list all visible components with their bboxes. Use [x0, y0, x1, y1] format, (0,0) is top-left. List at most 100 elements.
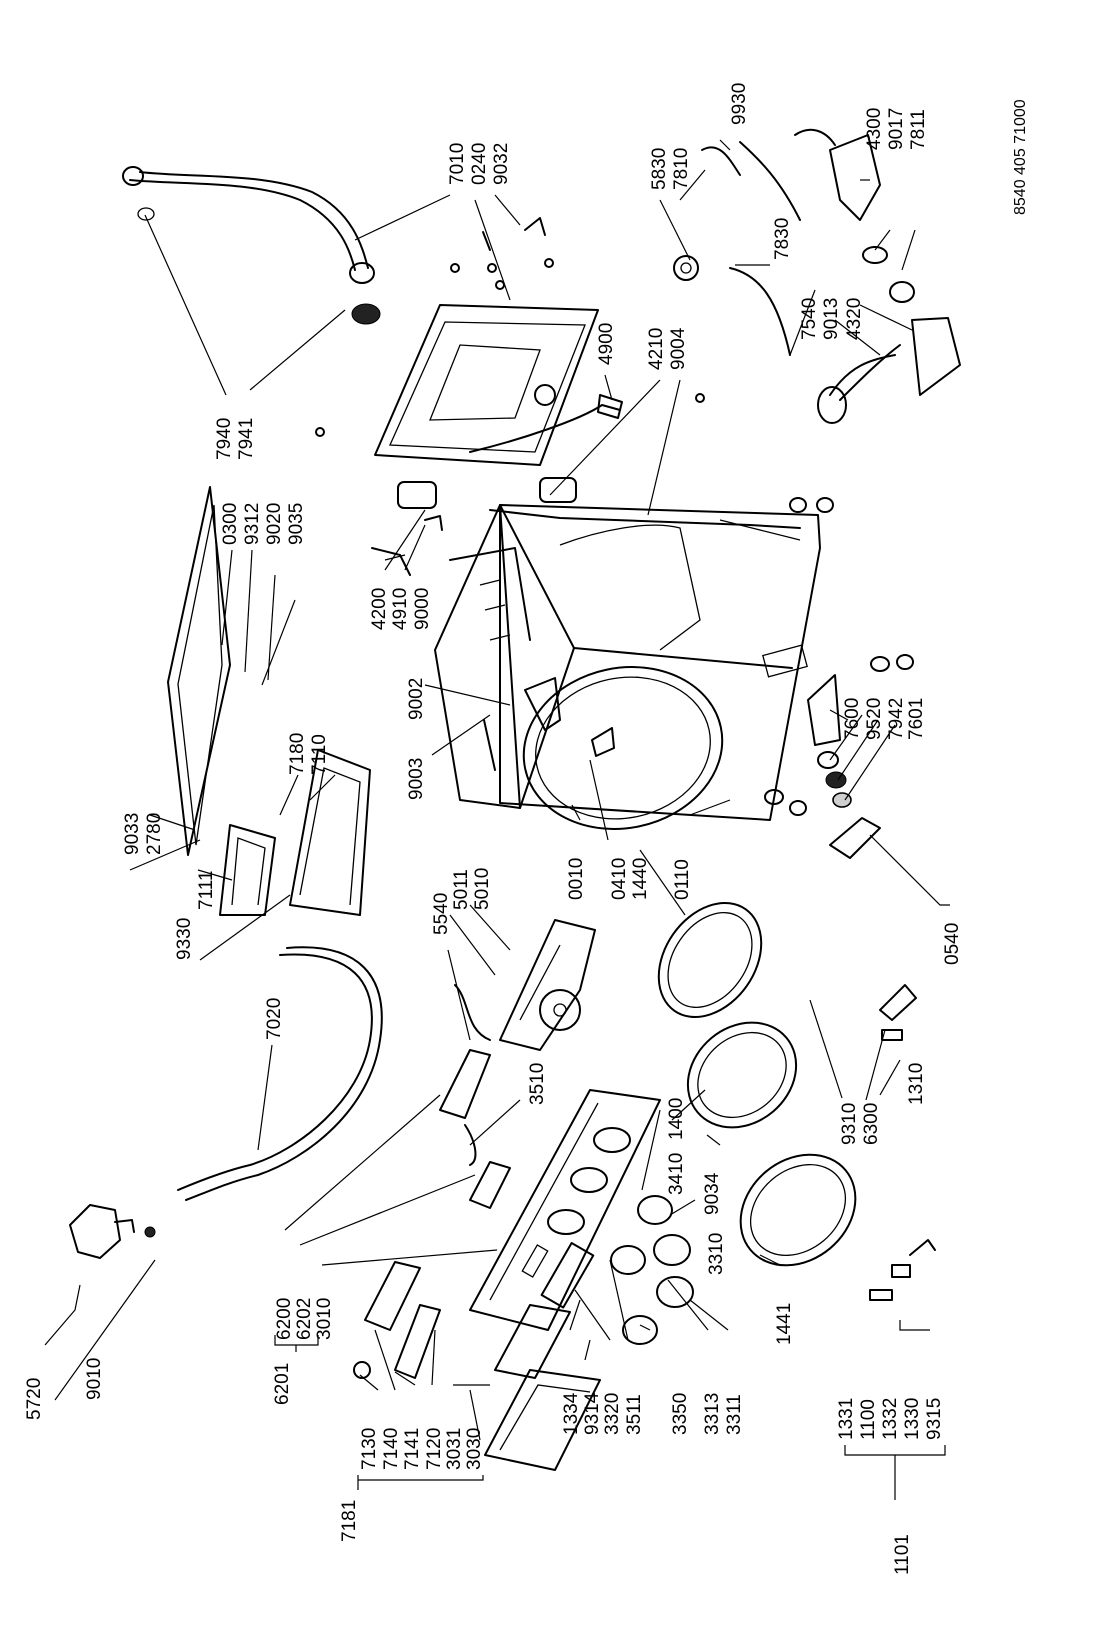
- label-6202: 6202: [294, 1298, 315, 1340]
- label-7140: 7140: [381, 1428, 402, 1470]
- label-9000: 9000: [412, 588, 433, 630]
- label-0240: 0240: [469, 143, 490, 185]
- bracket-7181: [357, 1475, 484, 1490]
- label-9004: 9004: [668, 327, 689, 370]
- label-9017: 9017: [886, 108, 907, 150]
- back-panel-0240: [374, 304, 599, 466]
- pump-assembly-4300: [673, 128, 961, 424]
- label-5010: 5010: [472, 868, 493, 910]
- label-1331: 1331: [836, 1398, 857, 1440]
- cabinet-0010: [434, 504, 821, 830]
- label-7181: 7181: [339, 1500, 360, 1542]
- label-9330: 9330: [174, 918, 195, 960]
- label-9032: 9032: [491, 143, 512, 185]
- label-3313: 3313: [702, 1393, 723, 1435]
- label-9310: 9310: [839, 1103, 860, 1145]
- label-9010: 9010: [84, 1358, 105, 1400]
- label-7020: 7020: [264, 998, 285, 1040]
- pump-hose-7600: [807, 674, 852, 808]
- wires-3510: [454, 984, 491, 1166]
- label-7601: 7601: [906, 698, 927, 740]
- door-gasket-1440: [657, 902, 763, 1018]
- handle-1101: [869, 1239, 936, 1301]
- label-7941: 7941: [236, 418, 257, 460]
- label-4210: 4210: [646, 328, 667, 370]
- label-9020: 9020: [264, 503, 285, 545]
- label-6200: 6200: [274, 1298, 295, 1340]
- label-1101: 1101: [892, 1534, 913, 1575]
- cable-4900: [469, 394, 623, 453]
- label-1310: 1310: [906, 1063, 927, 1105]
- label-7600: 7600: [842, 698, 863, 740]
- label-3320: 3320: [602, 1393, 623, 1435]
- label-4910: 4910: [390, 588, 411, 630]
- dispenser-lid-7111: [219, 824, 276, 916]
- label-7010: 7010: [447, 143, 468, 185]
- label-7111: 7111: [196, 871, 217, 910]
- programmer-5010: [499, 919, 596, 1051]
- seal-7941: [351, 303, 381, 325]
- valve-5720: [69, 1204, 156, 1259]
- label-7810: 7810: [671, 148, 692, 190]
- label-7942: 7942: [886, 698, 907, 740]
- label-1332: 1332: [880, 1398, 901, 1440]
- bracket-9000: [371, 515, 443, 576]
- drain-hose-7020: [177, 946, 383, 1201]
- label-0540: 0540: [942, 923, 963, 965]
- label-3350: 3350: [670, 1393, 691, 1435]
- label-6201: 6201: [272, 1363, 293, 1405]
- inlet-hose-7010: [122, 166, 375, 284]
- label-9035: 9035: [286, 503, 307, 545]
- label-4320: 4320: [844, 298, 865, 340]
- label-7110: 7110: [309, 734, 330, 775]
- label-3511: 3511: [624, 1394, 645, 1435]
- label-7811: 7811: [908, 109, 929, 150]
- top-lid-0300: [167, 486, 231, 856]
- label-7120: 7120: [424, 1428, 445, 1470]
- label-0110: 0110: [672, 859, 693, 900]
- label-3030: 3030: [464, 1428, 485, 1470]
- label-7540: 7540: [799, 298, 820, 340]
- label-9312: 9312: [242, 503, 263, 545]
- label-9315: 9315: [924, 1398, 945, 1440]
- label-3031: 3031: [444, 1428, 465, 1470]
- label-4900: 4900: [596, 323, 617, 365]
- dispenser-7110: [289, 749, 371, 916]
- latch-6300: [879, 984, 917, 1041]
- rod-9003: [483, 719, 496, 771]
- motor-4200: [397, 477, 577, 509]
- knobs-3310: [610, 1195, 694, 1345]
- label-9314: 9314: [582, 1392, 603, 1435]
- label-9930: 9930: [729, 83, 750, 125]
- button-strip-3511: [540, 1242, 595, 1309]
- label-1400: 1400: [666, 1098, 687, 1140]
- label-7180: 7180: [287, 733, 308, 775]
- label-1440: 1440: [630, 858, 651, 900]
- label-3510: 3510: [527, 1063, 548, 1105]
- label-1330: 1330: [902, 1398, 923, 1440]
- dispenser-drawer-7120: [353, 1261, 441, 1379]
- bracket-1101: [844, 1445, 946, 1500]
- control-panel-3010: [469, 1089, 661, 1331]
- label-1100: 1100: [858, 1399, 879, 1440]
- label-5720: 5720: [24, 1378, 45, 1420]
- label-1334: 1334: [561, 1392, 582, 1435]
- label-4200: 4200: [369, 588, 390, 630]
- label-9013: 9013: [821, 298, 842, 340]
- label-9520: 9520: [864, 698, 885, 740]
- door-hinge-0540: [829, 817, 881, 859]
- bracket-6201: [274, 1335, 319, 1352]
- label-0300: 0300: [220, 503, 241, 545]
- label-7130: 7130: [359, 1428, 380, 1470]
- door-ring-1400: [686, 1021, 798, 1129]
- label-1441: 1441: [774, 1303, 795, 1345]
- label-9003: 9003: [406, 758, 427, 800]
- label-3311: 3311: [724, 1394, 745, 1435]
- label-3410: 3410: [666, 1153, 687, 1195]
- label-9033: 9033: [122, 813, 143, 855]
- label-3010: 3010: [314, 1298, 335, 1340]
- label-5540: 5540: [431, 893, 452, 935]
- label-9002: 9002: [406, 678, 427, 720]
- label-2780: 2780: [144, 813, 165, 855]
